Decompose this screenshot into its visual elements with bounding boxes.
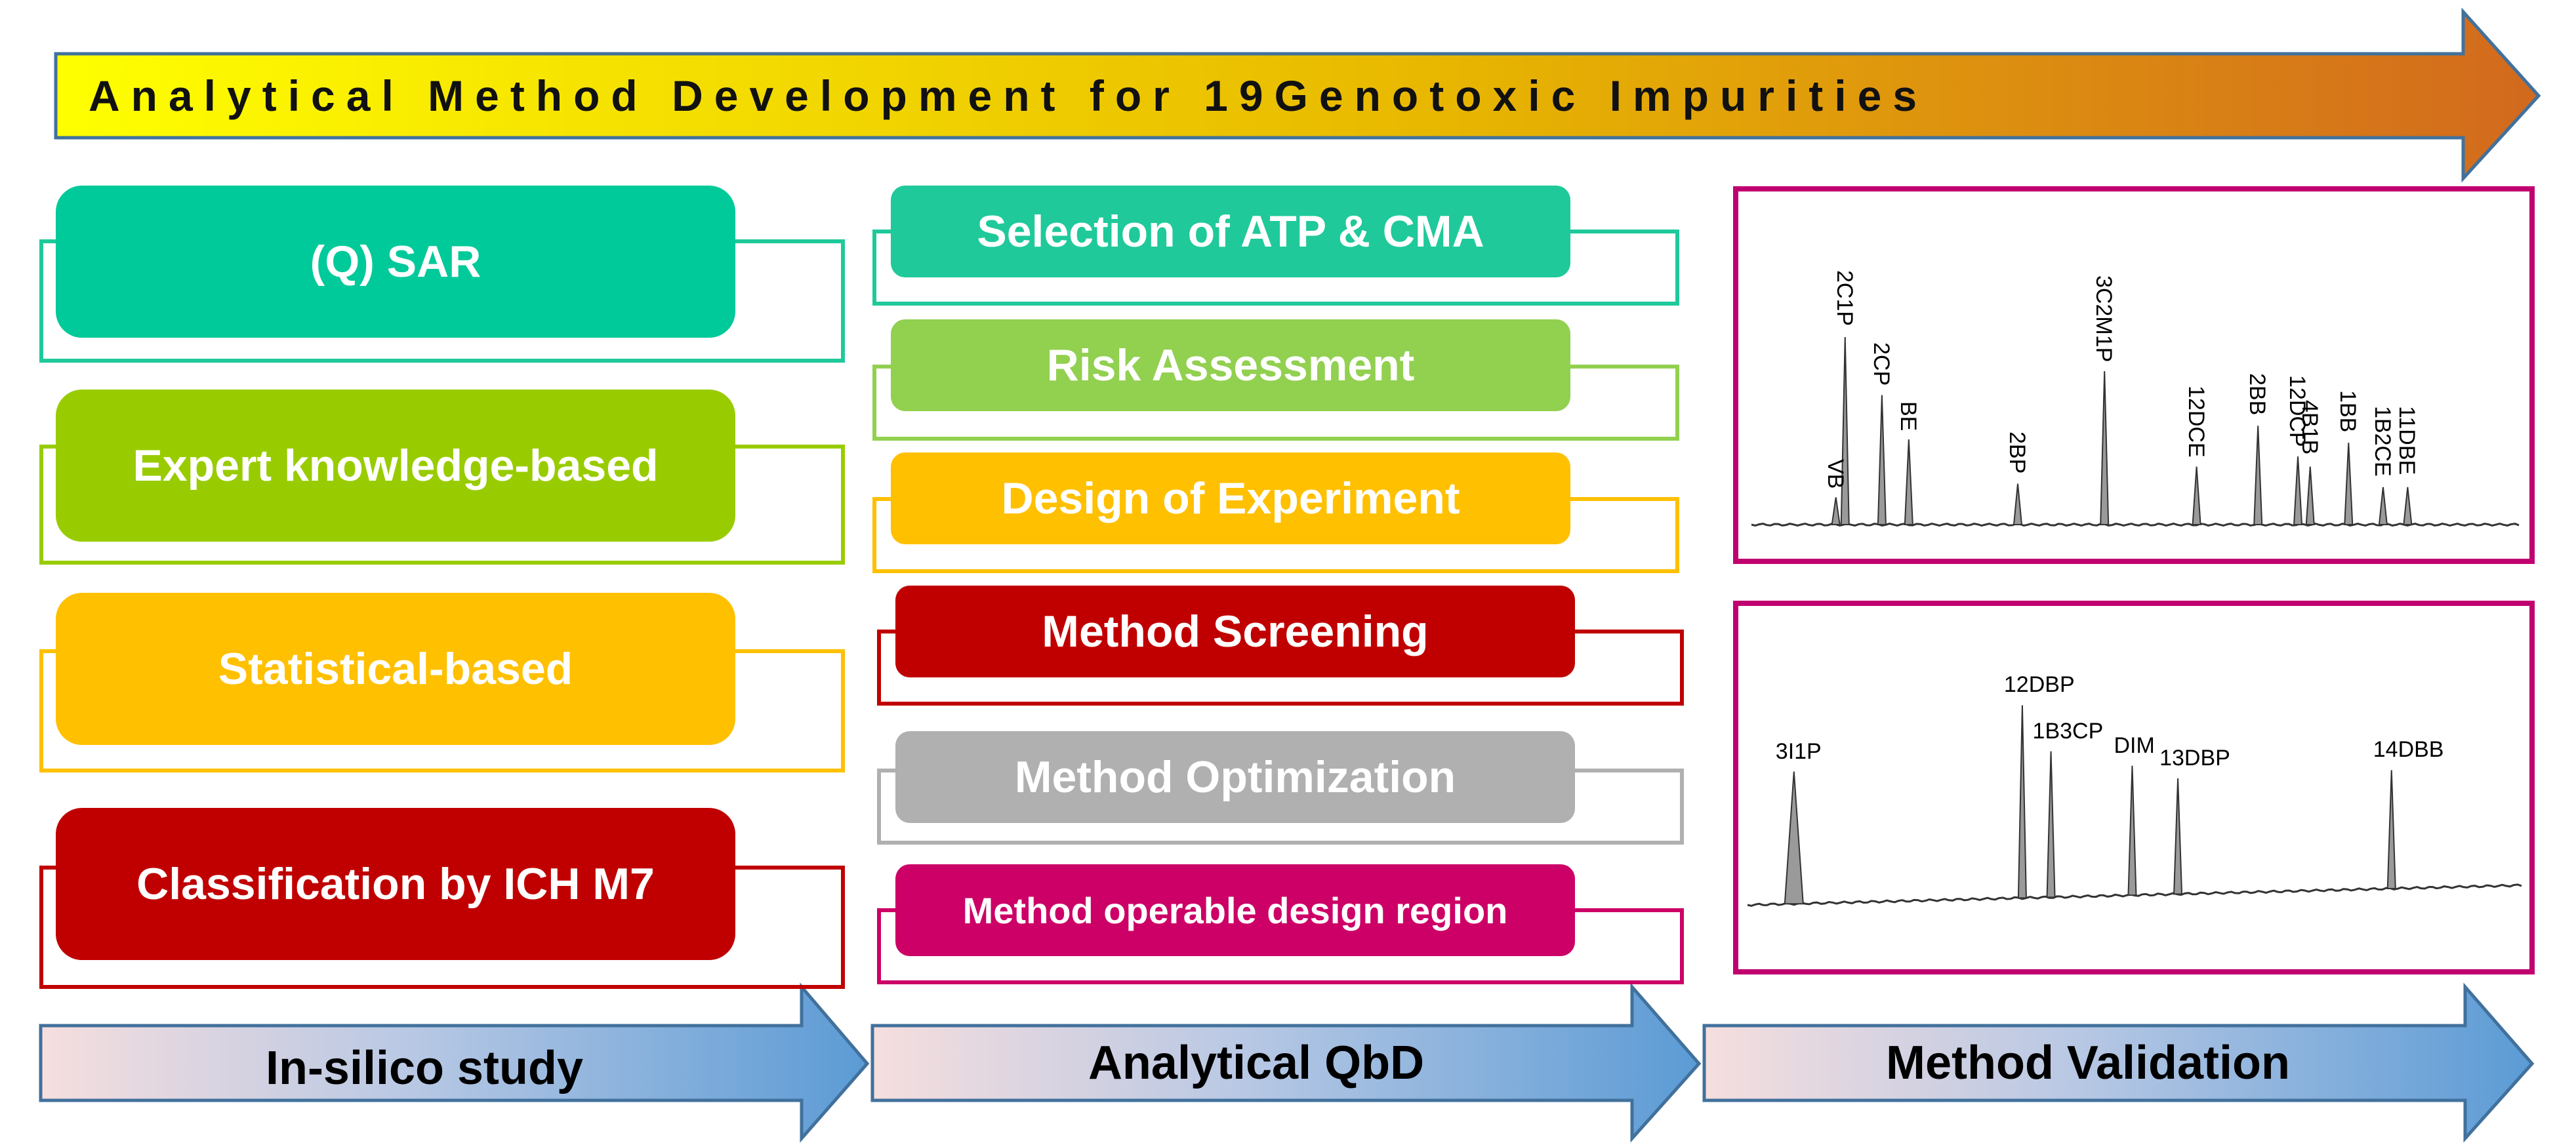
box-qsar: (Q) SAR (56, 186, 735, 338)
peak-label: 2CP (1868, 342, 1894, 386)
banner-arrow (54, 7, 2541, 183)
chromatogram-peak (2173, 778, 2183, 895)
chromatogram-top-plot (1751, 336, 2520, 527)
box-ich: Classification by ICH M7 (56, 808, 735, 960)
footer-arrow-qbd (870, 982, 1702, 1143)
footer-label-validation: Method Validation (1885, 1037, 2290, 1089)
peak-label: 4B1B (2297, 399, 2322, 454)
box-modr-label: Method operable design region (962, 889, 1508, 931)
peak-label: 12DBP (2003, 672, 2075, 698)
peak-label: 2BP (2004, 431, 2030, 473)
peak-label: 3C2M1P (2091, 275, 2117, 363)
box-optimization: Method Optimization (895, 731, 1575, 823)
peak-label: 12DCE (2183, 385, 2209, 458)
box-atp: Selection of ATP & CMA (891, 186, 1570, 277)
box-doe-label: Design of Experiment (1001, 473, 1460, 523)
chromatogram-bottom-plot (1747, 705, 2522, 907)
peak-label: 2BB (2245, 373, 2270, 416)
peak-label: 2C1P (1831, 270, 1857, 327)
box-ich-label: Classification by ICH M7 (136, 859, 655, 909)
chromatogram-peak (2017, 705, 2027, 899)
footer-label-qbd: Analytical QbD (1088, 1037, 1425, 1089)
box-risk: Risk Assessment (891, 319, 1570, 411)
chromatogram-frame-top (1733, 186, 2535, 564)
box-expert: Expert knowledge-based (56, 390, 735, 542)
chromatogram-peak (2100, 371, 2110, 525)
box-expert-label: Expert knowledge-based (133, 441, 659, 491)
chromatogram-peak (2046, 751, 2056, 898)
box-qsar-label: (Q) SAR (310, 237, 481, 287)
box-atp-label: Selection of ATP & CMA (977, 207, 1484, 256)
peak-label: DIM (2114, 732, 2155, 758)
peak-label: BE (1895, 401, 1921, 431)
chromatogram-peak (2127, 765, 2137, 896)
peak-label: 1B2CE (2369, 405, 2395, 477)
chromatogram-peak (1840, 336, 1850, 525)
peak-label: 11DBE (2394, 405, 2420, 475)
chromatogram-peak (1904, 439, 1913, 525)
box-screening: Method Screening (895, 586, 1575, 677)
box-statistical-label: Statistical-based (218, 644, 573, 694)
box-modr: Method operable design region (895, 864, 1575, 956)
footer-arrow-validation (1702, 982, 2535, 1143)
peak-label: 13DBP (2159, 745, 2230, 771)
chromatogram-peak (1877, 395, 1887, 525)
peak-label: 1B3CP (2032, 718, 2104, 744)
chromatogram-frame-bottom (1733, 601, 2535, 974)
chromatogram-peak (1784, 771, 1804, 905)
box-optimization-label: Method Optimization (1014, 752, 1456, 802)
peak-label: VB (1822, 459, 1848, 489)
chromatogram-peak (2253, 426, 2263, 525)
footer-label-insilico: In-silico study (265, 1042, 584, 1094)
chromatogram-peak (1831, 497, 1841, 525)
chromatogram-peak (2378, 487, 2388, 525)
peak-label: 3I1P (1775, 738, 1822, 764)
box-screening-label: Method Screening (1042, 607, 1429, 656)
box-doe: Design of Experiment (891, 452, 1570, 544)
peak-label: 1BB (2335, 390, 2361, 433)
chromatogram-peak (2403, 487, 2413, 525)
peak-label: 14DBB (2373, 737, 2444, 763)
chromatogram-peak (2344, 443, 2354, 525)
box-risk-label: Risk Assessment (1046, 340, 1415, 390)
box-statistical: Statistical-based (56, 593, 735, 745)
chromatogram-peak (2192, 466, 2201, 525)
chromatogram-peak (2305, 466, 2315, 525)
banner-title: Analytical Method Development for 19Geno… (89, 71, 1929, 120)
footer-arrow-insilico (39, 982, 870, 1143)
chromatogram-peak (2013, 483, 2023, 525)
chromatogram-peak (2386, 770, 2396, 890)
chromatogram-peak (2293, 456, 2303, 525)
